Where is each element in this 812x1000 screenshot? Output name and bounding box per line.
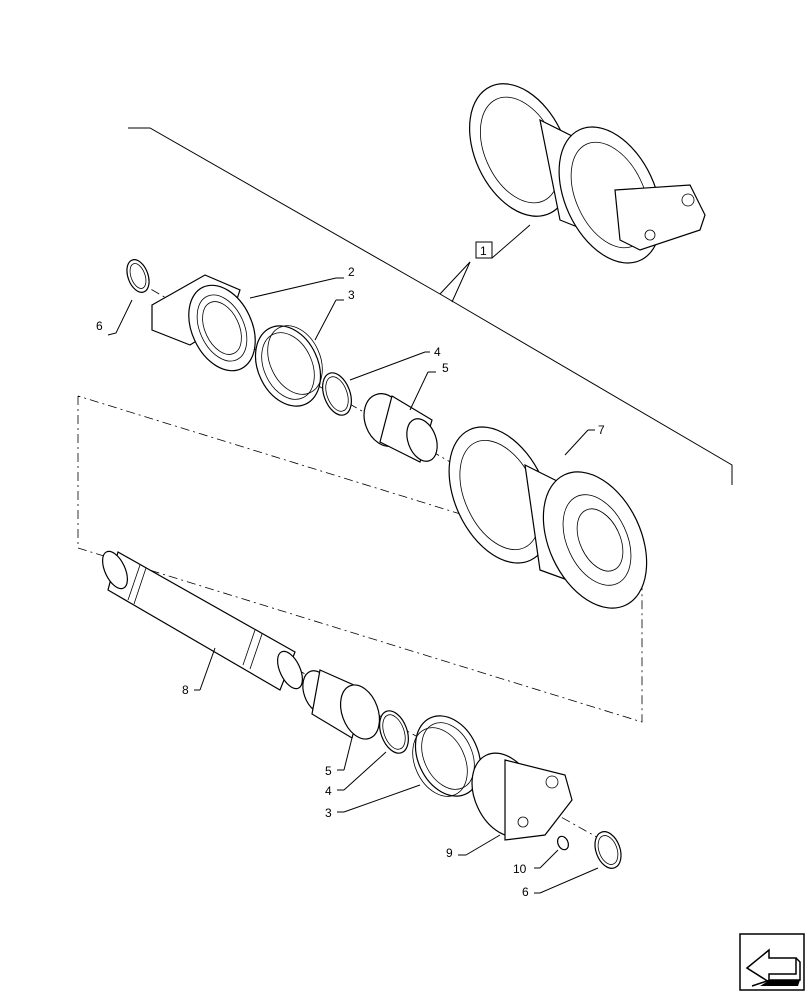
part-9-collar: 9 [446, 752, 573, 860]
part-3-seal-bottom: 3 [325, 715, 482, 820]
callout-2-label: 2 [348, 265, 355, 279]
callout-7-label: 7 [598, 423, 605, 437]
part-10-fitting: 10 [513, 835, 570, 876]
part-5-bushing-bottom: 5 [302, 669, 381, 778]
callout-3-bottom-label: 3 [325, 806, 332, 820]
assembly-bracket [128, 127, 733, 485]
callout-10-label: 10 [513, 862, 527, 876]
callout-3-top-label: 3 [348, 288, 355, 302]
sub-assembly-boundary [77, 395, 643, 723]
part-3-seal-top: 3 [254, 288, 355, 407]
part-8-shaft: 8 [102, 550, 303, 697]
callout-5-top-label: 5 [442, 361, 449, 375]
callout-4-bottom-label: 4 [325, 784, 332, 798]
part-4-o-ring-bottom: 4 [325, 710, 409, 798]
part-7-roller: 7 [448, 423, 648, 609]
part-6-snap-ring-bottom: 6 [522, 831, 622, 899]
callout-6-top-label: 6 [96, 319, 103, 333]
callout-8-label: 8 [182, 683, 189, 697]
callout-6-bottom-label: 6 [522, 885, 529, 899]
callout-4-top-label: 4 [434, 345, 441, 359]
callout-9-label: 9 [446, 846, 453, 860]
next-page-arrow-icon[interactable] [739, 933, 805, 991]
part-6-snap-ring-top: 6 [96, 259, 150, 336]
part-5-bushing-top: 5 [363, 361, 449, 463]
callout-1-label: 1 [480, 244, 487, 258]
callout-1: 1 [475, 224, 531, 259]
callout-5-bottom-label: 5 [325, 764, 332, 778]
part-2-collar: 2 [151, 265, 355, 372]
part-4-o-ring-top: 4 [322, 345, 441, 416]
assembled-roller [469, 83, 706, 264]
